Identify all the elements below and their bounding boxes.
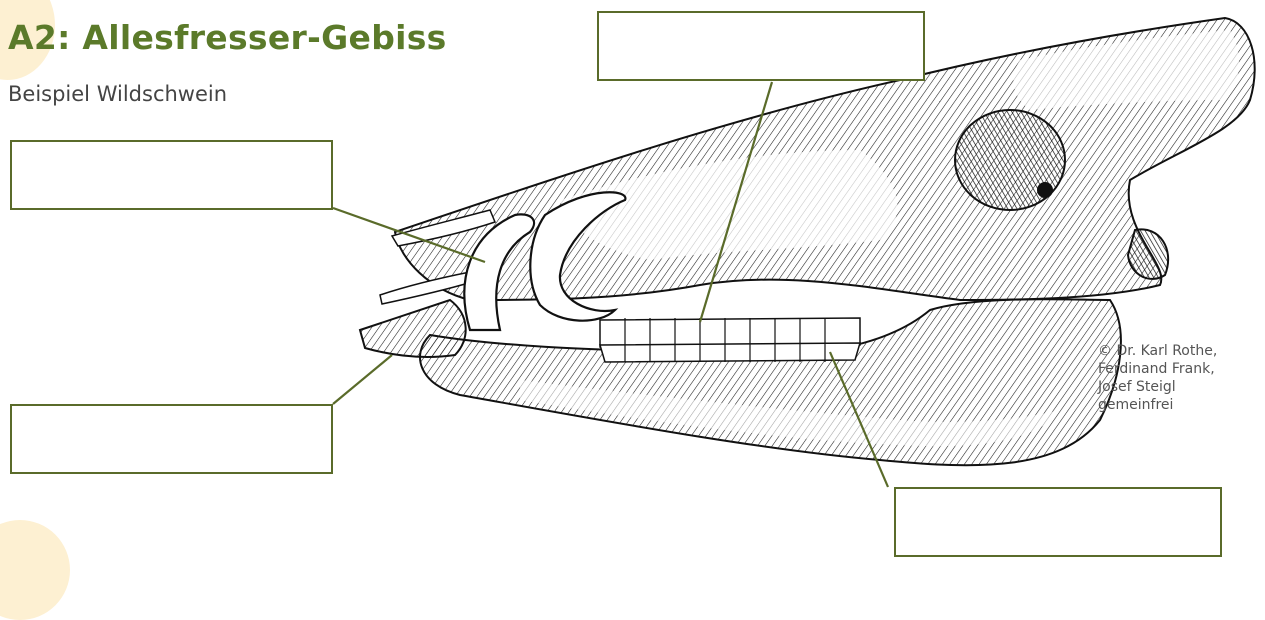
label-box-left-upper[interactable] <box>10 140 333 210</box>
label-box-left-lower[interactable] <box>10 404 333 474</box>
image-credit: © Dr. Karl Rothe, Ferdinand Frank, Josef… <box>1098 342 1217 414</box>
teeth-row <box>600 318 860 362</box>
leader-line-left-lower <box>333 355 392 404</box>
credit-line-1: © Dr. Karl Rothe, <box>1098 342 1217 360</box>
label-box-top[interactable] <box>597 11 925 81</box>
credit-line-2: Ferdinand Frank, <box>1098 360 1217 378</box>
credit-line-3: Josef Steigl <box>1098 378 1217 396</box>
credit-line-4: gemeinfrei <box>1098 396 1217 414</box>
label-box-bottom-right[interactable] <box>894 487 1222 557</box>
